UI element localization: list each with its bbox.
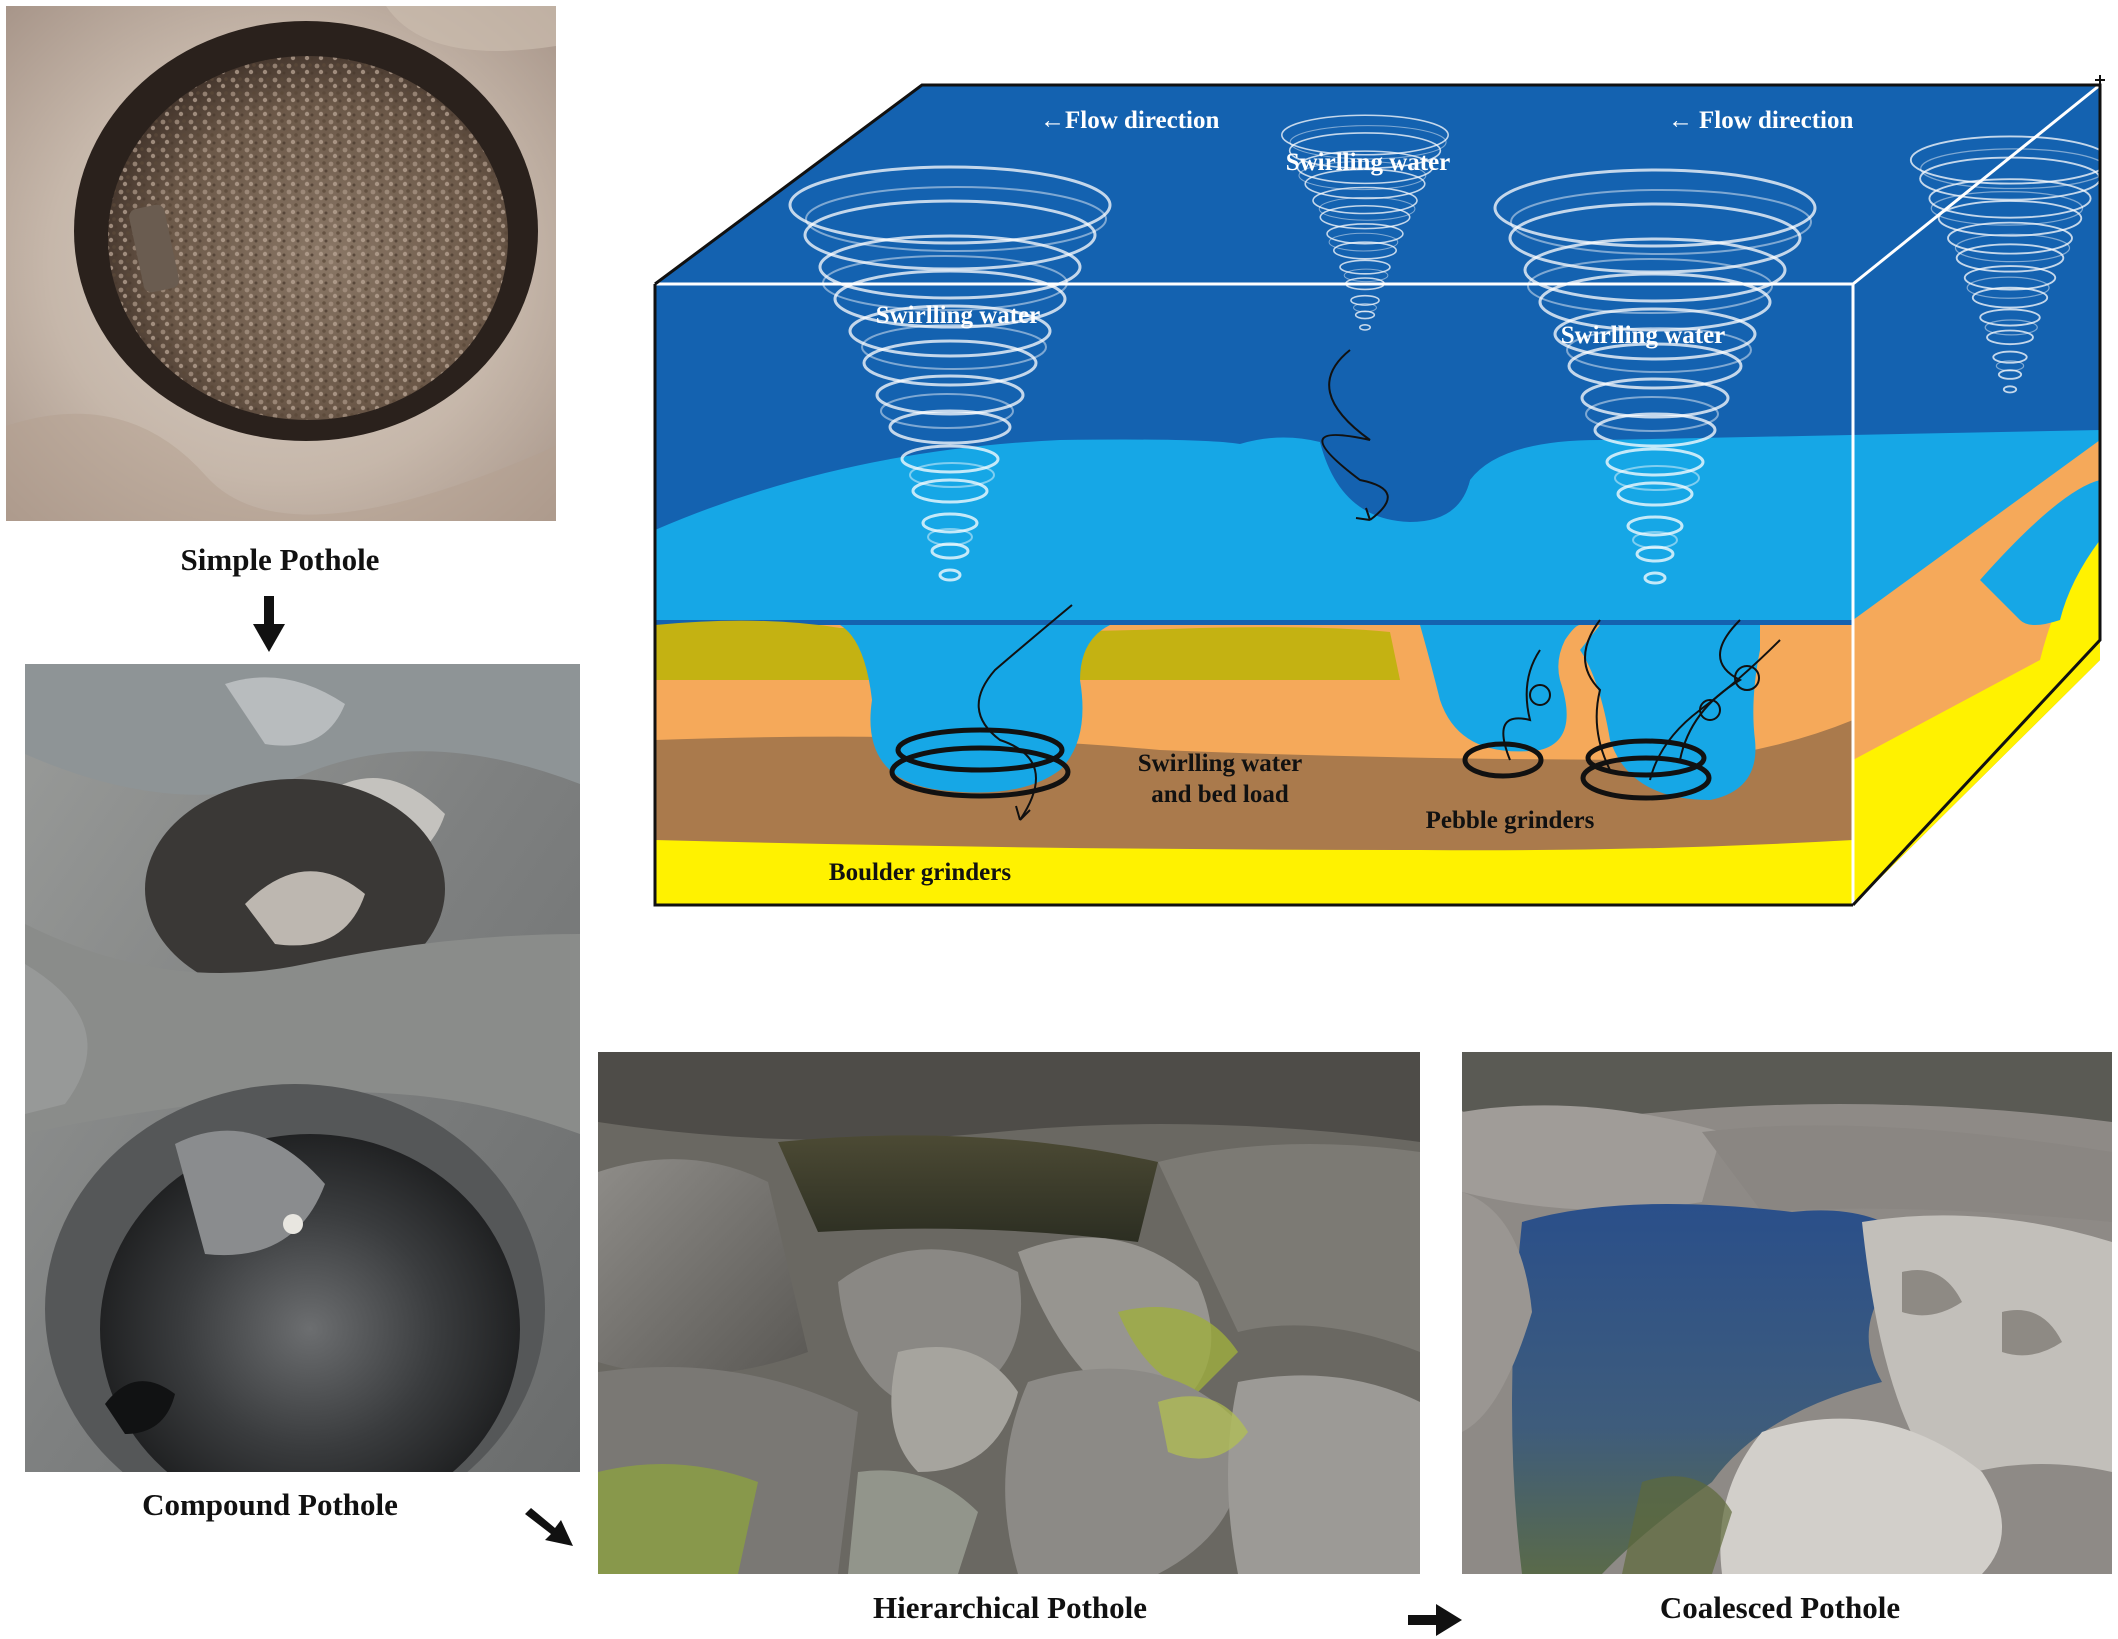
- coalesced-pothole-caption: Coalesced Pothole: [1659, 1590, 1901, 1625]
- compound-pothole-caption: Compound Pothole: [142, 1487, 398, 1522]
- diagonal-arrow-icon: [525, 1508, 573, 1546]
- pebble-pothole-cavity-2: [1580, 625, 1760, 800]
- hierarchical-pothole-caption: Hierarchical Pothole: [872, 1590, 1148, 1625]
- hierarchical-pothole-photo: [598, 1052, 1420, 1574]
- pothole-formation-diagram: ←Flow direction ←Flow direction Swirllin…: [653, 75, 2111, 907]
- flow-direction-label-right: ←Flow direction: [1668, 107, 1853, 134]
- down-arrow-icon: [253, 596, 285, 652]
- coalesced-pothole-photo: [1462, 1052, 2112, 1574]
- bed-load-label-line1: Swirlling water: [1138, 750, 1303, 777]
- swirling-water-label-top: Swirlling water: [1286, 149, 1451, 176]
- boulder-pothole-cavity: [840, 625, 1110, 793]
- compound-pothole-photo: [25, 664, 580, 1472]
- pebble-grinders-label: Pebble grinders: [1426, 807, 1595, 834]
- swirling-water-label-left: Swirlling water: [876, 302, 1041, 329]
- right-arrow-icon: [1408, 1604, 1462, 1636]
- simple-pothole-caption: Simple Pothole: [180, 542, 380, 577]
- boulder-grinders-label: Boulder grinders: [829, 859, 1011, 886]
- swirling-water-label-right: Swirlling water: [1561, 322, 1726, 349]
- diagram-top-face: [655, 85, 2100, 284]
- pebble-pothole-cavity-1: [1420, 625, 1580, 752]
- bed-load-label-line2: and bed load: [1151, 781, 1289, 808]
- simple-pothole-photo: [6, 6, 556, 521]
- flow-direction-label-left: ←Flow direction: [1040, 107, 1219, 134]
